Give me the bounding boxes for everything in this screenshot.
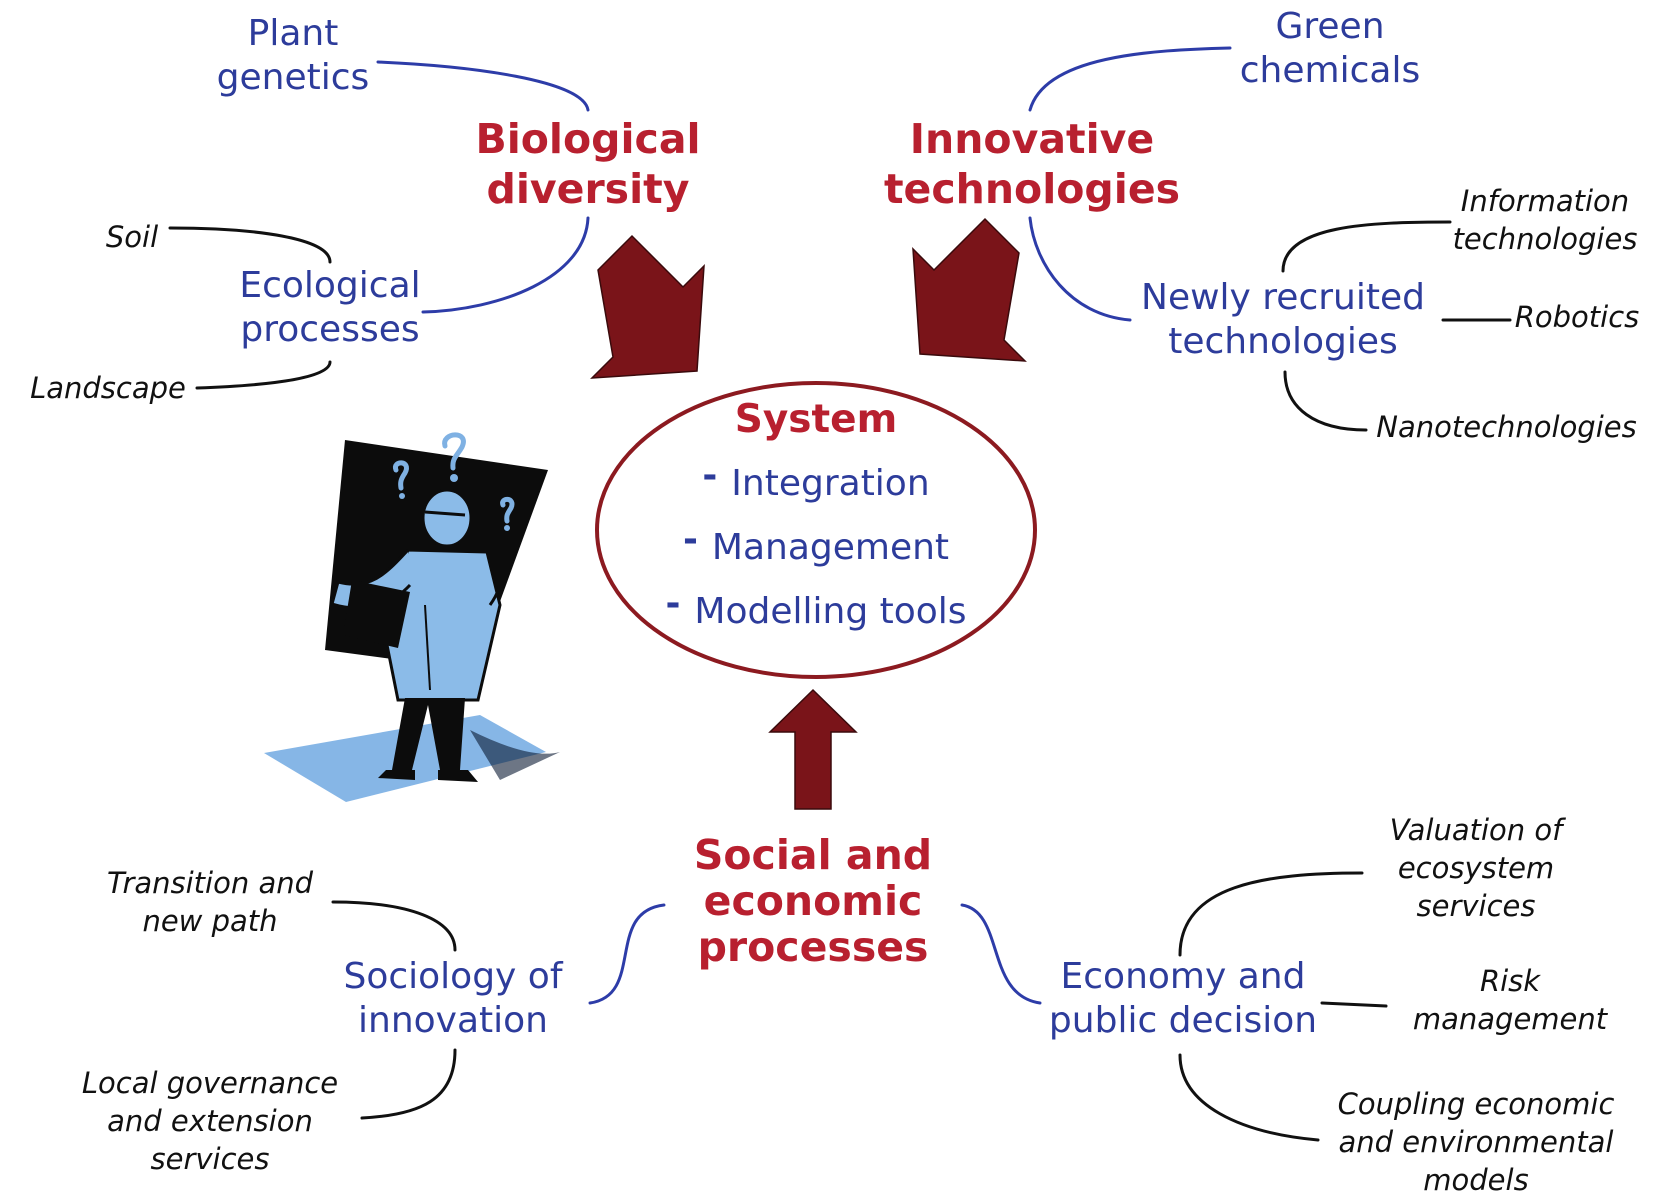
valuation-ecosystem-services-label: Valuation of ecosystem services <box>1389 813 1563 923</box>
sociology-of-innovation-label: Sociology of innovation <box>343 956 563 1041</box>
connector-transition <box>331 900 457 952</box>
hub-title: System <box>734 397 898 442</box>
soil-label: Soil <box>105 220 159 254</box>
nanotechnologies-label: Nanotechnologies <box>1376 410 1637 444</box>
hub-item-modelling-tools: -Modelling tools <box>665 583 967 632</box>
landscape-label: Landscape <box>30 371 186 405</box>
hub-ellipse <box>595 381 1037 679</box>
local-governance-label: Local governance and extension services <box>81 1066 339 1176</box>
connector-economy <box>960 903 1042 1005</box>
connector-sociology <box>588 903 666 1005</box>
connector-local-governance <box>360 1048 457 1120</box>
connector-newly-recruited <box>1028 216 1132 322</box>
connector-risk <box>1320 1001 1388 1008</box>
social-economic-processes-title: Social and economic processes <box>693 831 933 971</box>
ecological-processes-label: Ecological processes <box>239 265 421 350</box>
plant-genetics-label: Plant genetics <box>216 13 370 98</box>
connector-information-technologies <box>1281 220 1452 273</box>
arrow-down-right-icon <box>590 234 705 379</box>
arrow-down-left-icon <box>912 217 1027 362</box>
connector-landscape <box>195 360 332 390</box>
biological-diversity-title: Biological diversity <box>475 115 701 213</box>
innovative-technologies-title: Innovative technologies <box>883 115 1181 213</box>
newly-recruited-technologies-label: Newly recruited technologies <box>1141 277 1425 362</box>
information-technologies-label: Information technologies <box>1452 184 1638 256</box>
dash-icon: - <box>682 519 698 560</box>
robotics-label: Robotics <box>1514 300 1640 334</box>
dash-icon: - <box>665 583 681 624</box>
coupling-models-label: Coupling economic and environmental mode… <box>1337 1087 1615 1196</box>
scientist-illustration-icon <box>264 432 560 802</box>
economy-public-decision-label: Economy and public decision <box>1048 956 1318 1041</box>
arrow-up-icon <box>768 688 858 810</box>
hub-item-integration: -Integration <box>702 455 930 504</box>
connector-nanotechnologies <box>1283 370 1368 432</box>
connector-ecological-processes <box>421 216 590 314</box>
connector-coupling <box>1178 1053 1320 1142</box>
transition-new-path-label: Transition and new path <box>106 866 314 938</box>
connector-plant-genetics <box>376 60 590 112</box>
connector-soil <box>168 226 332 264</box>
dash-icon: - <box>702 455 718 496</box>
risk-management-label: Risk management <box>1412 964 1608 1036</box>
connector-green-chemicals <box>1028 46 1232 112</box>
green-chemicals-label: Green chemicals <box>1239 6 1421 91</box>
connector-valuation <box>1178 871 1364 957</box>
hub-item-management: -Management <box>682 519 950 568</box>
